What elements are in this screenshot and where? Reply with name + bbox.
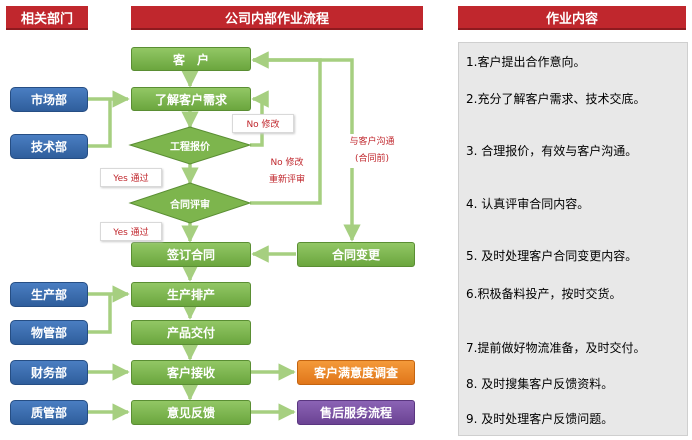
process-satisfaction-survey: 客户满意度调查 <box>297 360 415 385</box>
process-quote-label: 工程报价 <box>170 141 210 153</box>
process-sign: 签订合同 <box>131 242 251 267</box>
process-deliver: 产品交付 <box>131 320 251 345</box>
content-panel <box>458 42 688 436</box>
review-decision-diamond <box>128 182 252 224</box>
process-change: 合同变更 <box>297 242 415 267</box>
note-review-yes: Yes 通过 <box>100 222 162 241</box>
note-quote-no: No 修改 <box>232 114 294 133</box>
process-receive: 客户接收 <box>131 360 251 385</box>
note-review-no-line1: No 修改 <box>270 158 304 168</box>
content-item-8: 8. 及时搜集客户反馈资料。 <box>466 377 614 391</box>
note-communicate: 与客户沟通 (合同前) <box>342 134 402 168</box>
quote-decision-diamond <box>128 126 252 165</box>
content-item-9: 9. 及时处理客户反馈问题。 <box>466 412 614 426</box>
note-communicate-line2: (合同前) <box>354 154 390 164</box>
note-communicate-line1: 与客户沟通 <box>349 137 395 147</box>
loop-customer-communicate <box>253 58 361 242</box>
dept-materials: 物管部 <box>10 320 88 345</box>
process-header: 公司内部作业流程 <box>131 6 423 30</box>
note-review-no-line2: 重新评审 <box>268 175 305 185</box>
process-schedule: 生产排产 <box>131 282 251 307</box>
departments-header: 相关部门 <box>6 6 88 30</box>
dept-production: 生产部 <box>10 282 88 307</box>
content-item-3: 3. 合理报价，有效与客户沟通。 <box>466 144 638 158</box>
dept-marketing: 市场部 <box>10 87 88 112</box>
process-review-label: 合同评审 <box>170 199 210 211</box>
content-item-1: 1.客户提出合作意向。 <box>466 55 586 69</box>
content-item-7: 7.提前做好物流准备，及时交付。 <box>466 341 646 355</box>
content-item-5: 5. 及时处理客户合同变更内容。 <box>466 249 638 263</box>
note-quote-yes: Yes 通过 <box>100 168 162 187</box>
link-materials <box>88 294 112 334</box>
process-understand: 了解客户需求 <box>131 87 251 111</box>
process-customer: 客 户 <box>131 47 251 71</box>
process-feedback: 意见反馈 <box>131 400 251 425</box>
content-item-4: 4. 认真评审合同内容。 <box>466 197 590 211</box>
content-item-2: 2.充分了解客户需求、技术交底。 <box>466 92 646 106</box>
dept-technical: 技术部 <box>10 134 88 159</box>
content-header: 作业内容 <box>458 6 686 30</box>
dept-quality: 质管部 <box>10 400 88 425</box>
process-aftersales: 售后服务流程 <box>297 400 415 425</box>
content-item-6: 6.积极备料投产，按时交货。 <box>466 287 622 301</box>
note-review-no: No 修改 重新评审 <box>258 155 316 189</box>
dept-finance: 财务部 <box>10 360 88 385</box>
link-technical <box>88 99 112 148</box>
